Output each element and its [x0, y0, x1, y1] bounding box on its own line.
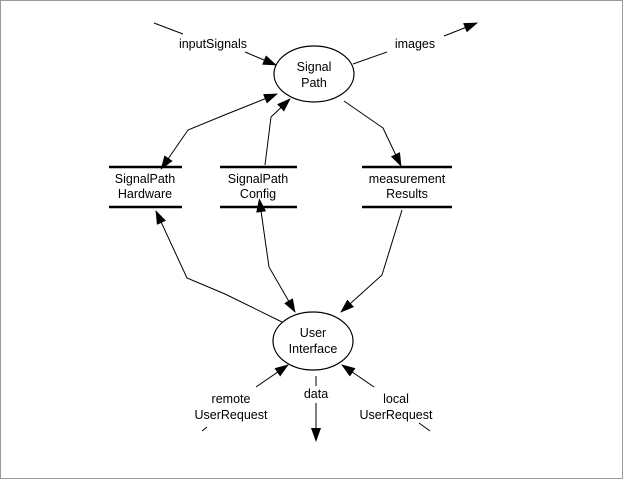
flow-label-remote-line2: UserRequest — [195, 408, 268, 422]
store-signalpath-hardware: SignalPath Hardware — [109, 165, 182, 209]
flow-images-arrow — [443, 22, 478, 37]
flow-config-signal-arrow — [264, 98, 291, 166]
flow-remote-arrow — [255, 364, 289, 388]
flow-label-images: images — [395, 37, 435, 51]
store-label-line1: measurement — [369, 172, 446, 186]
process-user-interface: User Interface — [272, 311, 354, 371]
process-label-line2: Interface — [289, 342, 338, 356]
process-signal-path: Signal Path — [273, 45, 355, 103]
flow-config-ui-arrow — [256, 198, 296, 313]
flow-signal-results-arrow — [343, 100, 402, 167]
store-measurement-results: measurement Results — [362, 165, 452, 209]
store-label-line2: Hardware — [118, 187, 172, 201]
flows — [153, 22, 478, 442]
flow-label-data: data — [304, 387, 328, 401]
flow-ui-hardware-arrow — [155, 210, 283, 323]
store-label-line2: Config — [240, 187, 276, 201]
flow-label-remote-line1: remote — [212, 392, 251, 406]
process-label-line1: User — [300, 326, 326, 340]
flow-local-arrow — [418, 422, 431, 432]
store-signalpath-config: SignalPath Config — [220, 165, 297, 209]
store-label-line2: Results — [386, 187, 428, 201]
flow-label-local-line1: local — [383, 392, 409, 406]
flow-label-local-line2: UserRequest — [360, 408, 433, 422]
flow-hardware-signal-arrow — [160, 93, 278, 170]
flow-local-arrow — [341, 364, 375, 388]
flow-label-input-signals: inputSignals — [179, 37, 247, 51]
flow-images-arrow — [352, 51, 388, 65]
flow-results-ui-arrow — [340, 209, 403, 313]
store-label-line1: SignalPath — [228, 172, 289, 186]
flow-input-signals-arrow — [153, 22, 184, 35]
process-label-line1: Signal — [297, 60, 332, 74]
flow-remote-arrow — [201, 426, 208, 432]
flow-input-signals-arrow — [244, 51, 277, 66]
store-label-line1: SignalPath — [115, 172, 176, 186]
process-label-line2: Path — [301, 76, 327, 90]
